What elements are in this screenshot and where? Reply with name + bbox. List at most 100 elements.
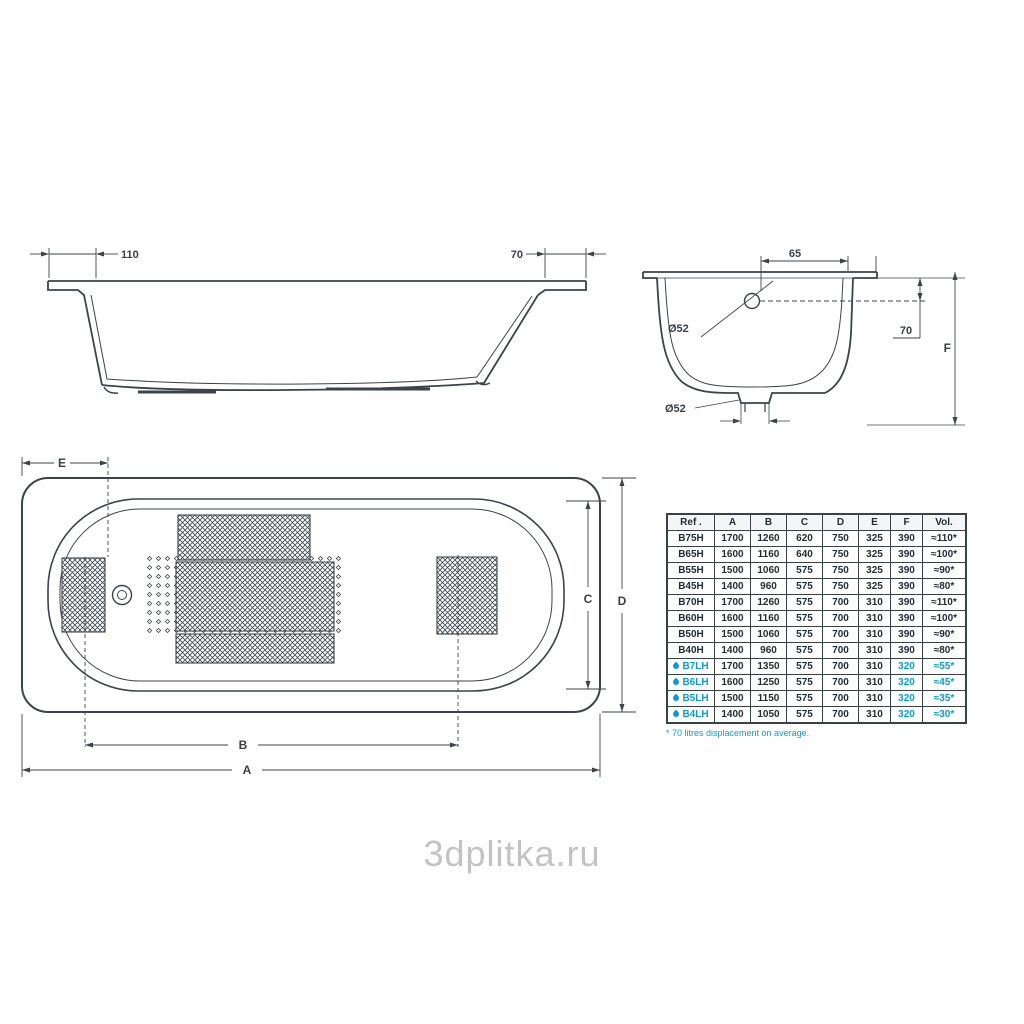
value-cell-d: 700 (822, 690, 859, 707)
column-header-f: F (890, 513, 923, 531)
value-cell-c: 575 (786, 562, 823, 579)
ref-cell: B45H (666, 578, 715, 595)
dim-label-b: B (239, 738, 248, 752)
dim-label-110: 110 (121, 249, 139, 261)
end-view-drawing: 65 Ø52 70 F Ø52 (642, 248, 965, 426)
dimension-65 (760, 256, 877, 291)
value-cell-c: 575 (786, 658, 823, 675)
value-cell-f: 390 (890, 546, 923, 563)
value-cell-b: 1350 (750, 658, 787, 675)
dim-label-e: E (58, 456, 66, 470)
tub-inner-rim (47, 498, 565, 692)
value-cell-f: 390 (890, 578, 923, 595)
value-cell-a: 1600 (714, 610, 751, 627)
dimension-d (619, 478, 625, 712)
value-cell-c: 620 (786, 530, 823, 547)
value-cell-c: 575 (786, 706, 823, 724)
value-cell-d: 700 (822, 594, 859, 611)
vol-cell: ≈35* (922, 690, 967, 707)
dimension-70-depth (893, 278, 923, 339)
vol-cell: ≈100* (922, 610, 967, 627)
value-cell-b: 1160 (750, 610, 787, 627)
ref-cell: B50H (666, 626, 715, 643)
value-cell-d: 750 (822, 530, 859, 547)
value-cell-e: 325 (858, 546, 891, 563)
vol-cell: ≈80* (922, 642, 967, 659)
value-cell-a: 1600 (714, 546, 751, 563)
ref-cell: B75H (666, 530, 715, 547)
value-cell-a: 1500 (714, 626, 751, 643)
value-cell-d: 700 (822, 674, 859, 691)
dimension-70 (526, 248, 606, 278)
ref-cell: B40H (666, 642, 715, 659)
column-header-e: E (858, 513, 891, 531)
ref-cell: B6LH (666, 674, 715, 691)
column-header-b: B (750, 513, 787, 531)
overflow-diameter-label: Ø52 (668, 323, 689, 335)
value-cell-e: 310 (858, 690, 891, 707)
extension-lines (21, 457, 636, 777)
value-cell-f: 320 (890, 658, 923, 675)
value-cell-c: 640 (786, 546, 823, 563)
column-header-c: C (786, 513, 823, 531)
value-cell-e: 310 (858, 594, 891, 611)
vol-cell: ≈30* (922, 706, 967, 724)
overflow-leader-line (700, 280, 774, 338)
dimension-c (585, 501, 591, 689)
dim-label-70-side: 70 (511, 249, 523, 261)
value-cell-e: 310 (858, 706, 891, 724)
vol-cell: ≈110* (922, 594, 967, 611)
droplet-icon (672, 710, 681, 719)
ref-cell: B55H (666, 562, 715, 579)
dimension-drain (694, 399, 790, 424)
drain-hole (111, 584, 133, 606)
dim-label-a: A (243, 763, 252, 777)
droplet-icon (672, 678, 681, 687)
dim-label-65: 65 (789, 248, 801, 260)
ref-cell: B70H (666, 594, 715, 611)
value-cell-d: 700 (822, 642, 859, 659)
value-cell-f: 390 (890, 642, 923, 659)
value-cell-f: 390 (890, 562, 923, 579)
column-header-vol: Vol. (922, 513, 967, 531)
value-cell-c: 575 (786, 690, 823, 707)
value-cell-b: 960 (750, 642, 787, 659)
tub-bowl-edge (59, 508, 553, 682)
value-cell-e: 325 (858, 530, 891, 547)
value-cell-d: 700 (822, 626, 859, 643)
column-header-ref: Ref . (666, 513, 715, 531)
value-cell-d: 700 (822, 610, 859, 627)
dim-label-f: F (944, 341, 951, 355)
value-cell-c: 575 (786, 610, 823, 627)
value-cell-a: 1700 (714, 530, 751, 547)
value-cell-f: 390 (890, 626, 923, 643)
value-cell-d: 700 (822, 658, 859, 675)
value-cell-e: 325 (858, 562, 891, 579)
column-header-d: D (822, 513, 859, 531)
value-cell-e: 310 (858, 626, 891, 643)
dimension-f (952, 272, 958, 425)
value-cell-c: 575 (786, 594, 823, 611)
vol-cell: ≈100* (922, 546, 967, 563)
ref-cell: B4LH (666, 706, 715, 724)
vol-cell: ≈80* (922, 578, 967, 595)
value-cell-d: 750 (822, 562, 859, 579)
dimension-e (22, 460, 108, 466)
dim-label-d: D (618, 594, 627, 608)
value-cell-e: 325 (858, 578, 891, 595)
value-cell-a: 1600 (714, 674, 751, 691)
ref-cell: B60H (666, 610, 715, 627)
vol-cell: ≈90* (922, 562, 967, 579)
